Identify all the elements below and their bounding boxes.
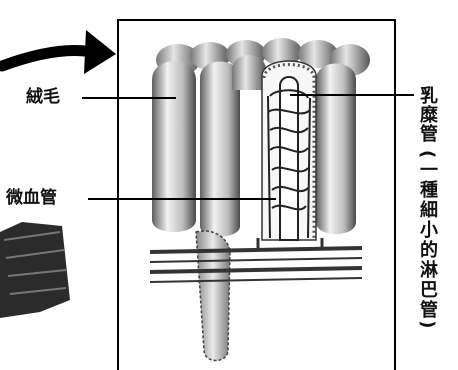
- vessels: [150, 238, 362, 282]
- lacteal: [280, 77, 298, 240]
- label-capillary: 微血管: [6, 190, 57, 207]
- label-lacteal-note: (一種細小的淋巴管): [418, 150, 436, 330]
- curved-arrow-icon: [2, 30, 116, 74]
- leader-lines: [82, 95, 414, 199]
- sectioned-villus: [262, 61, 316, 240]
- label-villi: 絨毛: [26, 89, 60, 106]
- villi: [152, 55, 356, 237]
- tissue-fragment: [0, 222, 70, 318]
- label-lacteal: 乳糜管: [418, 86, 436, 143]
